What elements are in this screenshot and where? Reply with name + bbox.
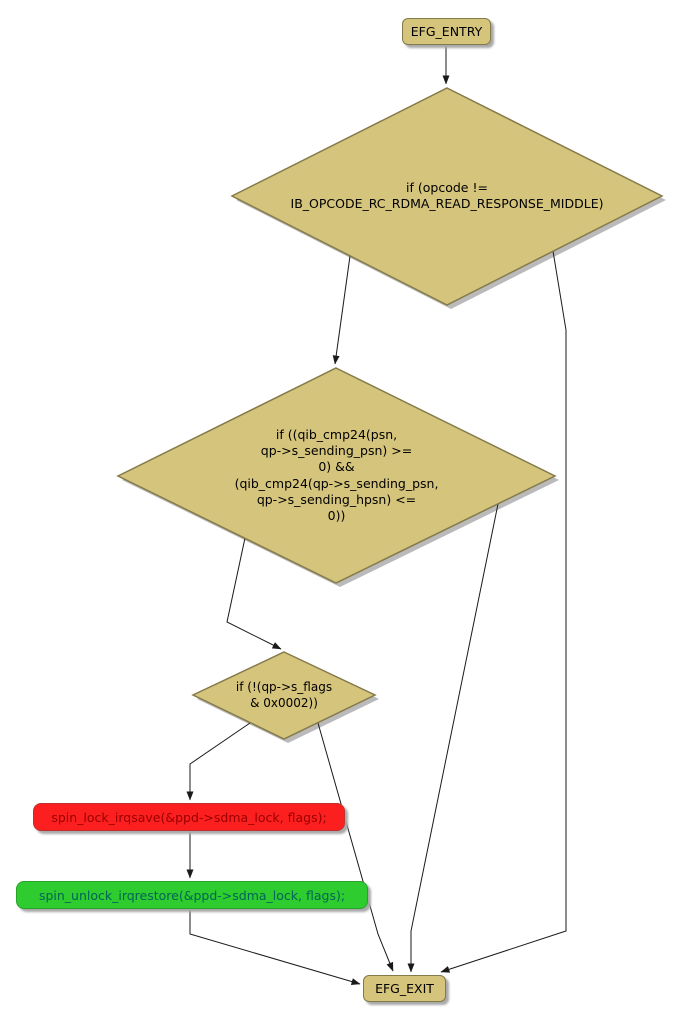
node-efg-entry: EFG_ENTRY	[402, 18, 491, 45]
decision-diamond-qib-cmp24	[116, 367, 557, 584]
node-spin-lock-irqsave: spin_lock_irqsave(&ppd->sdma_lock, flags…	[33, 803, 345, 831]
edge-cond1-to-cond2	[332, 255, 351, 365]
edge-cond3-to-lock	[186, 722, 251, 801]
node-spin-unlock-irqrestore: spin_unlock_irqrestore(&ppd->sdma_lock, …	[16, 881, 368, 909]
decision-diamond-opcode	[230, 87, 664, 306]
edge-cond1-to-exit	[440, 250, 567, 973]
edge-cond2-to-cond3	[226, 537, 282, 650]
decision-diamond-s-flags	[191, 651, 377, 740]
edge-cond3-to-exit	[317, 722, 394, 972]
node-efg-exit: EFG_EXIT	[363, 975, 446, 1002]
edge-unlock-to-exit	[189, 909, 361, 985]
edge-cond2-to-exit	[407, 503, 499, 973]
